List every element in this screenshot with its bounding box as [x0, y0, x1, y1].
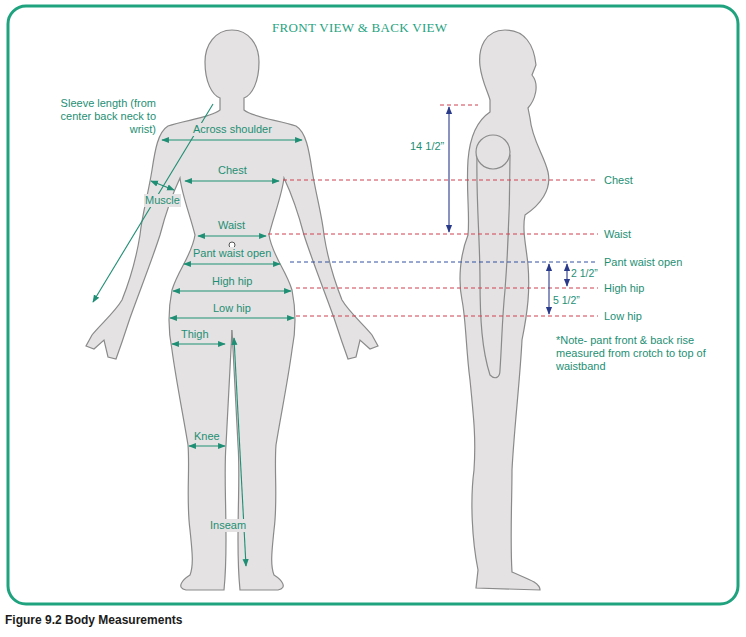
level-label: Waist — [604, 228, 631, 241]
measure-label: Thigh — [180, 328, 210, 341]
measure-label: High hip — [211, 275, 253, 288]
note-text: *Note- pant front & back rise measured f… — [556, 334, 718, 373]
measure-label: Waist — [217, 219, 246, 232]
level-label: Pant waist open — [604, 256, 682, 269]
figure-title: FRONT VIEW & BACK VIEW — [272, 20, 447, 35]
figure-caption: Figure 9.2 Body Measurements — [5, 613, 182, 627]
measure-label: Muscle — [144, 194, 181, 207]
measure-label: Knee — [193, 430, 221, 443]
dimension-label: 14 1/2” — [410, 140, 444, 153]
sleeve-length-label: Sleeve length (from center back neck to … — [58, 97, 156, 136]
dimension-label: 2 1/2” — [571, 267, 598, 280]
level-label: High hip — [604, 282, 644, 295]
measure-label: Chest — [217, 164, 248, 177]
level-label: Low hip — [604, 310, 642, 323]
measure-label: Inseam — [209, 519, 247, 532]
reference-lines — [268, 105, 598, 316]
side-measure-arrows — [449, 107, 567, 314]
measure-label: Across shoulder — [192, 123, 273, 136]
side-figure — [460, 30, 549, 590]
measure-label: Pant waist open — [192, 247, 272, 260]
frame — [8, 6, 738, 604]
measure-label: Low hip — [212, 302, 252, 315]
dimension-label: 5 1/2” — [553, 294, 580, 307]
level-label: Chest — [604, 174, 633, 187]
front-measure-arrows — [93, 104, 302, 566]
